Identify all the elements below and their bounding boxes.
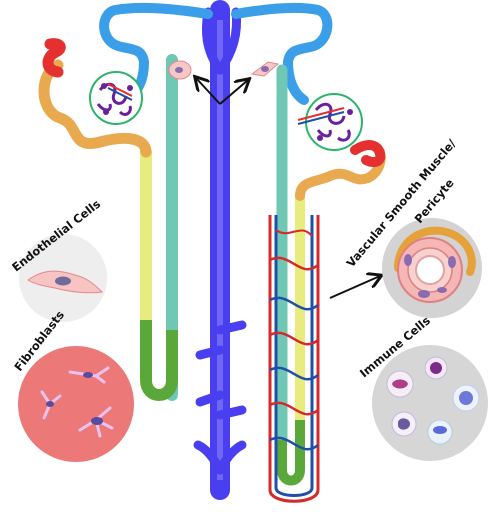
vasa-recta — [268, 215, 320, 503]
collecting-duct-branch-right-2 — [215, 405, 247, 420]
right-loop-bottom — [277, 420, 305, 486]
immune-cell-icon — [386, 370, 414, 398]
immune-cell-icon — [424, 356, 448, 380]
left-afferent-segment — [42, 38, 66, 78]
vasa-recta-loop-6 — [269, 436, 319, 451]
immune-cell-icon — [391, 411, 417, 437]
collecting-duct-branch-left-1 — [195, 345, 225, 360]
collecting-duct-branch-left-2 — [195, 390, 225, 407]
vasa-recta-vein-outer — [274, 215, 314, 497]
right-glomerulus-icon — [297, 93, 363, 151]
interstitial-cell-left-icon — [168, 60, 192, 80]
vasa-recta-loop-4 — [269, 366, 319, 381]
right-distal-tubule — [231, 2, 333, 105]
interstitial-cell-right-icon — [250, 61, 280, 77]
left-loop-bottom — [140, 320, 178, 401]
arrow-group-top — [196, 78, 248, 105]
immune-bubble — [372, 345, 488, 461]
vasa-recta-loop-5 — [269, 401, 319, 416]
collecting-duct-foot-right — [215, 440, 247, 475]
vasa-recta-loop-7 — [275, 229, 313, 237]
left-proximal-tubule — [38, 59, 152, 158]
endothelial-bubble — [19, 234, 107, 322]
arrow-icon — [196, 78, 221, 105]
vsmc-bubble — [382, 218, 482, 318]
immune-cell-icon — [427, 419, 453, 445]
vasa-recta-artery-outer — [268, 215, 320, 503]
collecting-duct — [193, 0, 247, 500]
left-nephron — [38, 2, 213, 401]
vasa-recta-loop-3 — [269, 331, 319, 346]
vasa-recta-loop-2 — [269, 296, 319, 311]
collecting-duct-branch-right-1 — [215, 320, 247, 335]
left-glomerulus-icon — [89, 71, 143, 125]
right-nephron — [231, 2, 386, 486]
arrow-icon — [219, 80, 248, 105]
immune-cell-icon — [452, 384, 480, 412]
pericyte-wrap-icon — [394, 226, 476, 276]
right-afferent-segment — [350, 140, 386, 167]
vasa-recta-loop-1 — [269, 256, 319, 271]
left-distal-tubule — [99, 2, 213, 103]
arrow-icon — [329, 276, 380, 299]
fibroblasts-bubble — [18, 346, 134, 462]
